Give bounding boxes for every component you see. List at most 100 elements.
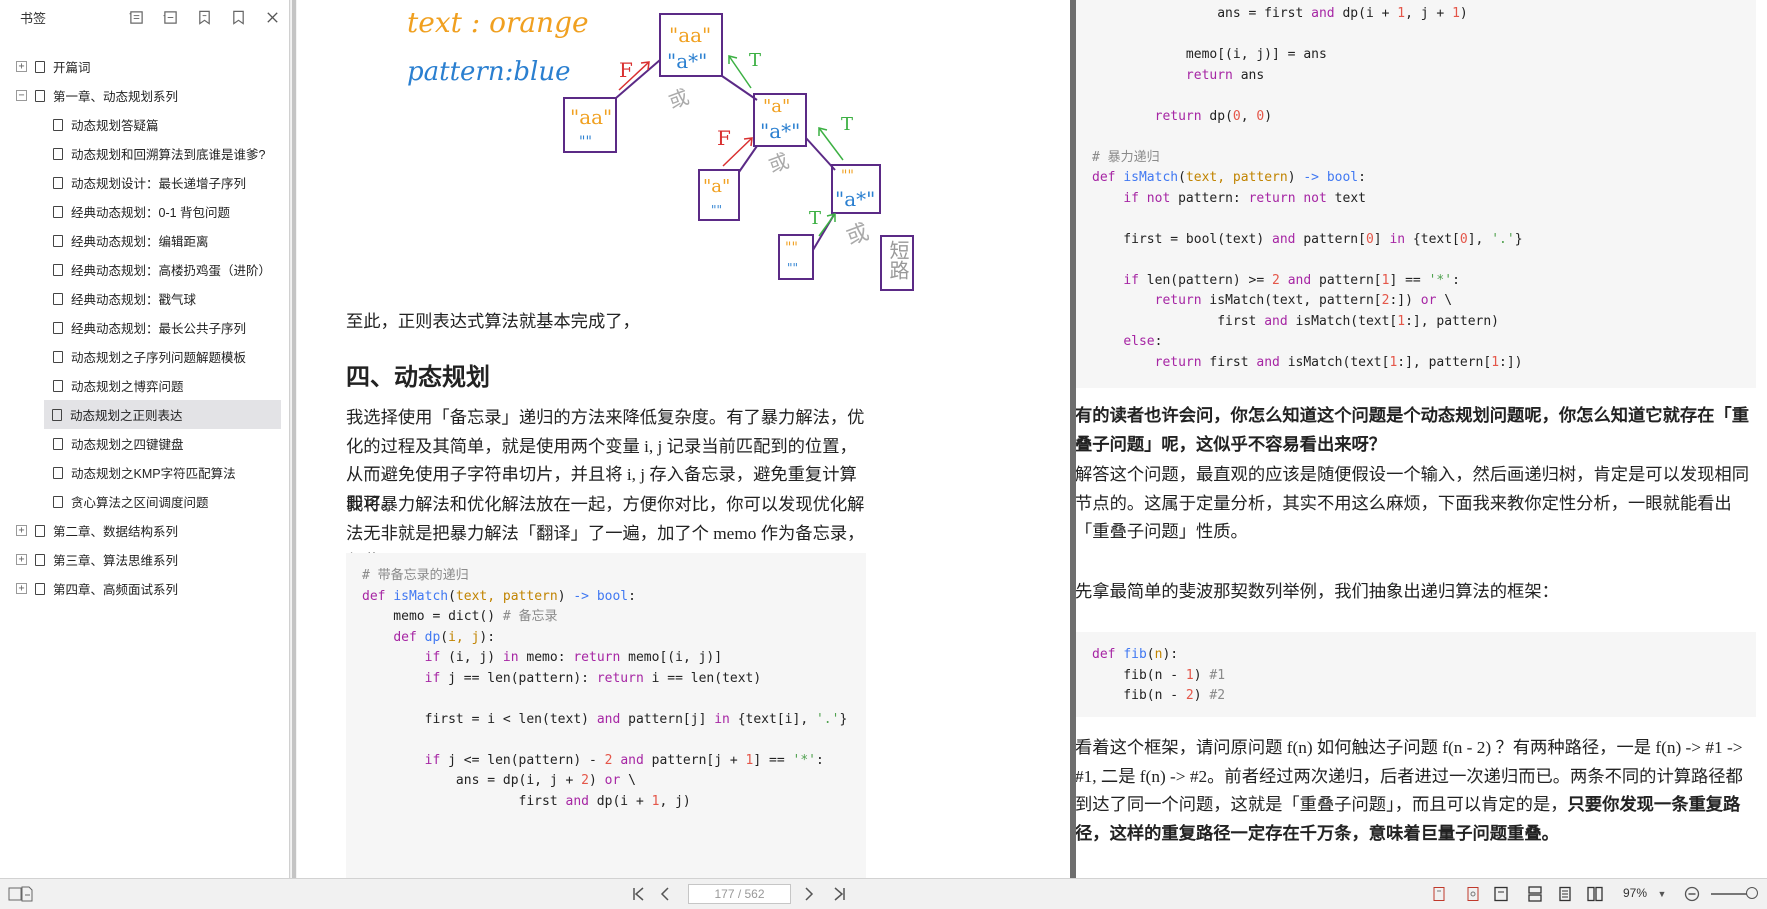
bottom-toolbar: 177 / 562 97% ▼ (0, 878, 1767, 909)
fit-width-icon[interactable] (1490, 884, 1512, 904)
legend-text-orange: text : orange (407, 6, 589, 39)
bookmark-item[interactable]: 动态规划之KMP字符匹配算法 (0, 458, 289, 487)
bookmark-label: 贪心算法之区间调度问题 (71, 496, 209, 510)
bookmark-item[interactable]: + 第四章、高频面试系列 (0, 574, 289, 603)
legend-pattern-blue: pattern:blue (407, 57, 570, 87)
prev-page-icon[interactable] (654, 884, 676, 904)
bookmark-item[interactable]: 动态规划之正则表达 (44, 400, 281, 429)
closing-paragraph: 看着这个框架，请问原问题 f(n) 如何触达子问题 f(n - 2) ？有两种路… (1076, 738, 1743, 843)
bookmark-item[interactable]: 经典动态规划：0-1 背包问题 (0, 197, 289, 226)
sidebar-scrollbar-thumb[interactable] (292, 0, 296, 878)
bookmark-item[interactable]: + 开篇词 (0, 52, 289, 81)
edge-label-true-2: T (841, 114, 853, 135)
expand-toggle-icon[interactable]: + (16, 554, 27, 565)
bookmark-label: 经典动态规划：0-1 背包问题 (71, 206, 231, 220)
bookmark-icon (53, 495, 63, 508)
collapse-all-icon[interactable] (153, 0, 187, 34)
bookmark-icon (35, 553, 45, 566)
zoom-dropdown-icon[interactable]: ▼ (1657, 889, 1667, 899)
tree-node-empty-empty (778, 234, 814, 280)
or-label-1: 或 (665, 85, 692, 113)
bookmark-label: 第三章、算法思维系列 (53, 554, 179, 568)
tree-node-empty-astar (831, 164, 881, 214)
pdf-page-right: ans = first and dp(i + 1, j + 1) memo[(i… (1076, 0, 1767, 878)
two-page-view-icon[interactable] (1584, 884, 1606, 904)
reader-question: 有的读者也许会问，你怎么知道这个问题是个动态规划问题呢，你怎么知道它就存在「重叠… (1076, 406, 1749, 454)
bookmark-item[interactable]: + 第三章、算法思维系列 (0, 545, 289, 574)
bookmark-item[interactable]: 动态规划设计：最长递增子序列 (0, 168, 289, 197)
scroll-view-icon[interactable] (1554, 884, 1576, 904)
bookmark-item[interactable]: 动态规划和回溯算法到底谁是谁爹? (0, 139, 289, 168)
bookmark-label: 动态规划设计：最长递增子序列 (71, 177, 247, 191)
close-icon[interactable] (255, 0, 289, 34)
zoom-level[interactable]: 97% (1623, 886, 1648, 900)
tree-node-a-empty (698, 169, 740, 221)
bookmark-icon[interactable] (221, 0, 255, 34)
bookmark-icon (35, 60, 45, 73)
bookmark-item[interactable]: 动态规划之四键键盘 (0, 429, 289, 458)
bookmark-label: 经典动态规划：编辑距离 (71, 235, 209, 249)
bookmark-icon (53, 292, 63, 305)
bookmark-item[interactable]: 动态规划之子序列问题解题模板 (0, 342, 289, 371)
bookmark-tree: + 开篇词 −第一章、动态规划系列动态规划答疑篇动态规划和回溯算法到底谁是谁爹? 动态… (0, 34, 289, 603)
expand-toggle-icon[interactable]: + (16, 525, 27, 536)
bookmark-icon (53, 321, 63, 334)
zoom-out-icon[interactable] (1681, 884, 1703, 904)
svg-text:"a": "a" (703, 176, 730, 197)
export-page-icon[interactable] (16, 884, 38, 904)
code-block-fib: def fib(n): fib(n - 1) #1 fib(n - 2) #2 (1076, 632, 1756, 717)
bookmark-item[interactable]: 动态规划之博弈问题 (0, 371, 289, 400)
short-circuit-box (880, 235, 914, 291)
bookmark-label: 动态规划和回溯算法到底谁是谁爹? (71, 148, 266, 162)
bookmark-icon (35, 582, 45, 595)
bookmark-icon (53, 147, 63, 160)
bookmark-item[interactable]: 经典动态规划：最长公共子序列 (0, 313, 289, 342)
bookmark-label: 第二章、数据结构系列 (53, 525, 179, 539)
sidebar-title: 书签 (20, 10, 47, 26)
bookmark-item[interactable]: 经典动态规划：戳气球 (0, 284, 289, 313)
bookmark-label: 动态规划之博弈问题 (71, 380, 184, 394)
page-number-input[interactable]: 177 / 562 (688, 884, 791, 904)
edge-label-false-2: F (717, 126, 731, 150)
bookmark-icon (53, 263, 63, 276)
continuous-view-icon[interactable] (1524, 884, 1546, 904)
paragraph-memo-intro: 我选择使用「备忘录」递归的方法来降低复杂度。有了暴力解法，优化的过程及其简单，就… (346, 408, 865, 513)
bookmark-item[interactable]: 动态规划答疑篇 (0, 110, 289, 139)
expand-toggle-icon[interactable]: + (16, 61, 27, 72)
bookmark-item[interactable]: −第一章、动态规划系列 (0, 81, 289, 110)
section-heading: 四、动态规划 (346, 365, 490, 391)
bookmark-sidebar: 书签 + 开篇词 −第一章、动态规划系列动态规划答疑篇动态规划和回溯算法到底谁是谁爹… (0, 0, 290, 878)
fit-page-icon[interactable] (1462, 884, 1484, 904)
or-label-3: 或 (843, 219, 872, 250)
tree-node-a-astar (753, 93, 807, 147)
bookmark-label: 开篇词 (53, 61, 91, 75)
bookmark-label: 经典动态规划：高楼扔鸡蛋（进阶） (71, 264, 272, 278)
expand-toggle-icon[interactable]: + (16, 583, 27, 594)
bookmark-label: 动态规划之正则表达 (70, 409, 183, 423)
bookmark-item[interactable]: + 第二章、数据结构系列 (0, 516, 289, 545)
collapse-toggle-icon[interactable]: − (16, 90, 27, 101)
expand-all-icon[interactable] (119, 0, 153, 34)
last-page-icon[interactable] (828, 884, 850, 904)
sidebar-header: 书签 (0, 0, 289, 34)
zoom-slider-knob[interactable] (1746, 887, 1758, 899)
bookmark-item[interactable]: 贪心算法之区间调度问题 (0, 487, 289, 516)
zoom-slider-track[interactable] (1711, 893, 1755, 895)
or-label-2: 或 (765, 149, 792, 177)
bookmark-item[interactable]: 经典动态规划：编辑距离 (0, 226, 289, 255)
bookmark-icon (53, 437, 63, 450)
bookmark-icon (53, 379, 63, 392)
bookmark-item[interactable]: 经典动态规划：高楼扔鸡蛋（进阶） (0, 255, 289, 284)
bookmark-icon (53, 118, 63, 131)
edge-label-false-1: F (619, 58, 633, 82)
single-page-view-icon[interactable] (1428, 884, 1450, 904)
add-bookmark-icon[interactable] (187, 0, 221, 34)
first-page-icon[interactable] (628, 884, 650, 904)
bookmark-icon (53, 234, 63, 247)
bookmark-label: 第四章、高频面试系列 (53, 583, 179, 597)
sidebar-toggle-icon[interactable] (4, 884, 26, 904)
svg-text:"a": "a" (763, 96, 790, 117)
next-page-icon[interactable] (798, 884, 820, 904)
